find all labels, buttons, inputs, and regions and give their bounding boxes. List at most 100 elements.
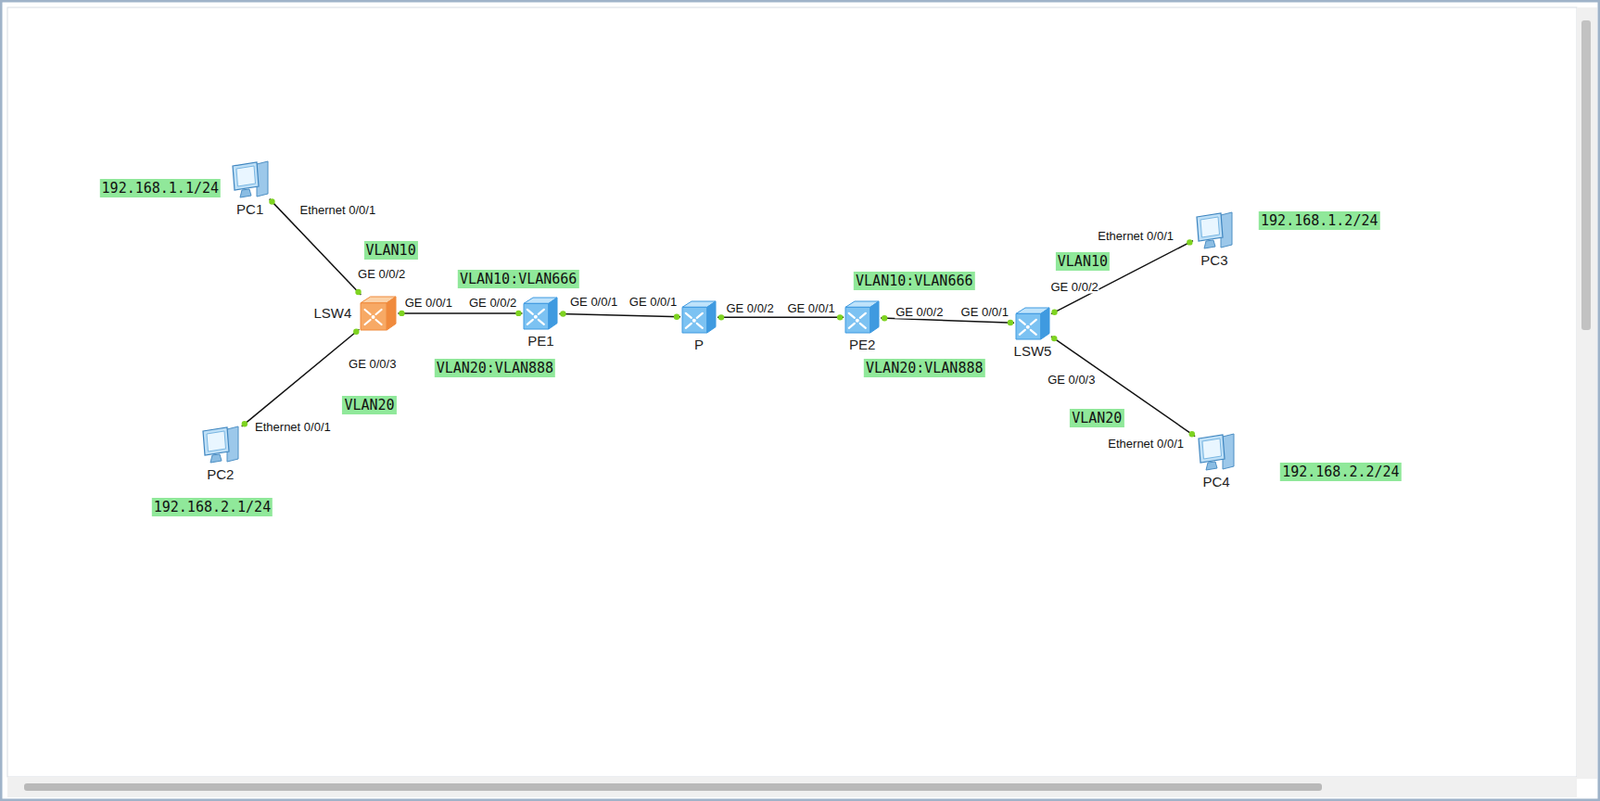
switch-side (707, 301, 716, 333)
device-name: PC1 (236, 201, 264, 217)
port-label: GE 0/0/3 (1046, 372, 1096, 387)
port-dot (398, 310, 405, 317)
switch-arrow (1030, 319, 1037, 325)
switch-device: P (680, 299, 718, 335)
port-dot (673, 314, 680, 320)
pc-monitor (232, 162, 259, 191)
pc-stand (210, 454, 222, 463)
pc-icon (1193, 209, 1236, 251)
port-label: GE 0/0/2 (894, 304, 944, 318)
switch-icon (680, 299, 718, 335)
device-name: LSW4 (314, 304, 353, 321)
pc-screen (206, 431, 227, 452)
switch-arrow (860, 323, 866, 329)
network-link (880, 317, 1015, 323)
port-label: GE 0/0/1 (786, 301, 836, 316)
switch-arrow (365, 319, 371, 325)
device-name: PC4 (1203, 473, 1231, 490)
port-label: Ethernet 0/0/1 (1096, 228, 1175, 243)
switch-front (682, 307, 708, 334)
device-name: PC2 (206, 466, 234, 483)
switch-side (1041, 307, 1050, 340)
switch-arrow (1019, 319, 1026, 325)
pc-screen (1200, 216, 1220, 238)
scrollbar-track (1576, 7, 1598, 779)
pc-stand (240, 189, 252, 198)
switch-arrow (376, 319, 382, 325)
switch-front (360, 303, 387, 331)
switch-side (387, 296, 397, 331)
config-tag: VLAN20 (1069, 408, 1124, 428)
config-tag: VLAN20:VLAN888 (863, 358, 985, 378)
switch-hub (692, 318, 697, 323)
network-link (397, 312, 522, 315)
config-tag: 192.168.2.1/24 (152, 497, 273, 517)
port-dot (1007, 319, 1014, 326)
switch-arrow (860, 313, 866, 318)
switch-side (548, 297, 558, 330)
switch-arrow (365, 309, 371, 315)
switch-arrow (527, 319, 534, 325)
switch-icon (843, 299, 881, 335)
pc-screen (236, 165, 256, 187)
switch-arrow (697, 323, 703, 329)
port-dot (1189, 431, 1195, 437)
switch-arrow (697, 313, 703, 318)
canvas-border (7, 7, 1577, 777)
network-link (717, 317, 844, 319)
config-tag: VLAN10 (363, 241, 418, 260)
device-name: PE1 (527, 332, 554, 349)
switch-arrow (538, 319, 545, 325)
device-name: P (694, 336, 704, 353)
pc-icon (1194, 431, 1238, 472)
switch-arrow (1019, 330, 1026, 335)
pc-stand (1206, 461, 1218, 470)
switch-arrow (849, 323, 855, 329)
pc-icon (199, 423, 242, 465)
port-dot (355, 289, 361, 295)
port-label: GE 0/0/2 (356, 266, 407, 281)
network-link (558, 313, 681, 317)
port-label: GE 0/0/1 (628, 293, 678, 308)
port-label: GE 0/0/1 (569, 293, 619, 308)
switch-icon (358, 294, 398, 332)
port-dot (1186, 239, 1193, 245)
port-dot (353, 329, 359, 335)
port-dot (559, 310, 566, 317)
switch-arrow (538, 309, 545, 315)
port-label: GE 0/0/2 (468, 294, 518, 309)
switch-hub (371, 315, 376, 319)
switch-device: PE2 (843, 299, 881, 335)
pc-monitor (1196, 213, 1223, 242)
switch-arrow (849, 313, 855, 318)
pc-icon (228, 158, 272, 200)
device-name: PC3 (1200, 252, 1228, 268)
port-label: GE 0/0/2 (724, 301, 775, 316)
config-tag: VLAN10 (1055, 252, 1110, 271)
port-dot (881, 315, 888, 321)
port-dot (1051, 335, 1057, 342)
switch-arrow (685, 323, 692, 329)
pc-device: PC2 (199, 423, 242, 465)
port-label: Ethernet 0/0/1 (1106, 435, 1185, 450)
port-label: GE 0/0/2 (1049, 279, 1099, 294)
config-tag: 192.168.2.2/24 (1280, 462, 1401, 482)
config-tag: 192.168.1.1/24 (100, 178, 221, 198)
switch-front (523, 303, 549, 330)
switch-hub (1026, 325, 1030, 330)
switch-arrow (376, 309, 382, 315)
port-label: GE 0/0/1 (960, 304, 1010, 318)
scrollbar-thumb (24, 783, 1322, 791)
switch-device: LSW5 (1014, 305, 1052, 342)
pc-device: PC3 (1193, 209, 1236, 251)
switch-icon (521, 295, 559, 331)
port-label: GE 0/0/3 (347, 355, 397, 370)
device-name: LSW5 (1014, 342, 1053, 359)
port-dot (1051, 309, 1057, 316)
config-tag: VLAN10:VLAN666 (457, 269, 579, 289)
port-dot (241, 420, 248, 427)
switch-side (870, 301, 879, 333)
